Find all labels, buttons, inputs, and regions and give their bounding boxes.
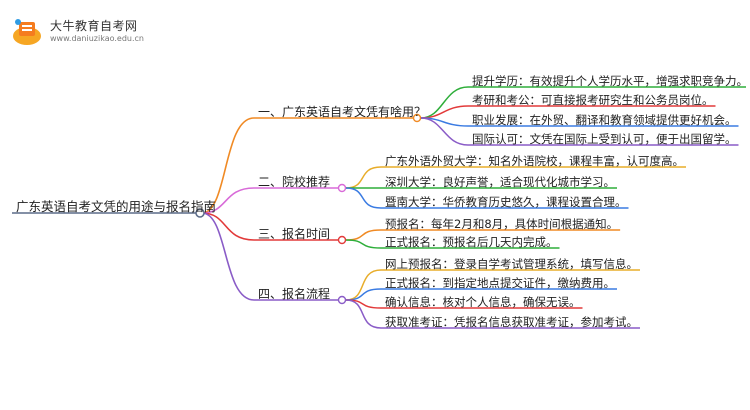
leaf-label: 确认信息：核对个人信息，确保无误。	[385, 295, 581, 309]
leaf-connector	[345, 187, 382, 209]
site-logo-icon	[13, 19, 41, 45]
leaf-label: 考研和考公：可直接报考研究生和公务员岗位。	[472, 93, 714, 107]
leaf-connector	[345, 269, 382, 301]
leaf-label: 暨南大学：华侨教育历史悠久，课程设置合理。	[385, 195, 627, 209]
leaf-label: 国际认可：文凭在国际上受到认可，便于出国留学。	[472, 132, 737, 146]
leaf-connector	[420, 117, 469, 146]
leaf-connector	[345, 166, 382, 189]
leaf-connector	[345, 239, 382, 249]
branch-connector	[201, 212, 255, 241]
leaf-label: 获取准考证：凭报名信息获取准考证，参加考试。	[385, 315, 638, 329]
leaf-label: 预报名：每年2月和8月，具体时间根据通知。	[385, 217, 619, 231]
leaf-label: 广东外语外贸大学：知名外语院校，课程丰富，认可度高。	[385, 154, 684, 168]
leaf-label: 网上预报名：登录自学考试管理系统，填写信息。	[385, 257, 638, 271]
branch-connector	[201, 212, 255, 301]
leaf-label: 深圳大学：良好声誉，适合现代化城市学习。	[385, 175, 615, 189]
branch-knob	[412, 113, 422, 123]
leaf-connector	[420, 86, 469, 119]
branch-label: 三、报名时间	[258, 227, 331, 241]
leaf-label: 正式报名：到指定地点提交证件，缴纳费用。	[385, 276, 615, 290]
leaf-label: 正式报名：预报名后几天内完成。	[385, 235, 558, 249]
branch-knob	[337, 295, 347, 305]
site-url: www.daniuzikao.edu.cn	[50, 34, 144, 43]
branch-label: 二、院校推荐	[258, 175, 331, 189]
branch-label: 四、报名流程	[258, 287, 331, 301]
branch-knob	[337, 235, 347, 245]
root-topic: 广东英语自考文凭的用途与报名指南	[16, 199, 217, 214]
branch-label: 一、广东英语自考文凭有啥用？	[258, 105, 427, 119]
branch-connector	[201, 117, 255, 214]
leaf-connector	[345, 299, 382, 329]
leaf-connector	[345, 229, 382, 241]
leaf-label: 提升学历：有效提升个人学历水平，增强求职竞争力。	[472, 74, 748, 88]
root-knob	[195, 208, 205, 218]
branch-connector	[201, 187, 255, 214]
leaf-connector	[345, 288, 382, 301]
branch-knob	[337, 183, 347, 193]
site-name: 大牛教育自考网	[50, 19, 138, 33]
leaf-label: 职业发展：在外贸、翻译和教育领域提供更好机会。	[472, 113, 737, 127]
